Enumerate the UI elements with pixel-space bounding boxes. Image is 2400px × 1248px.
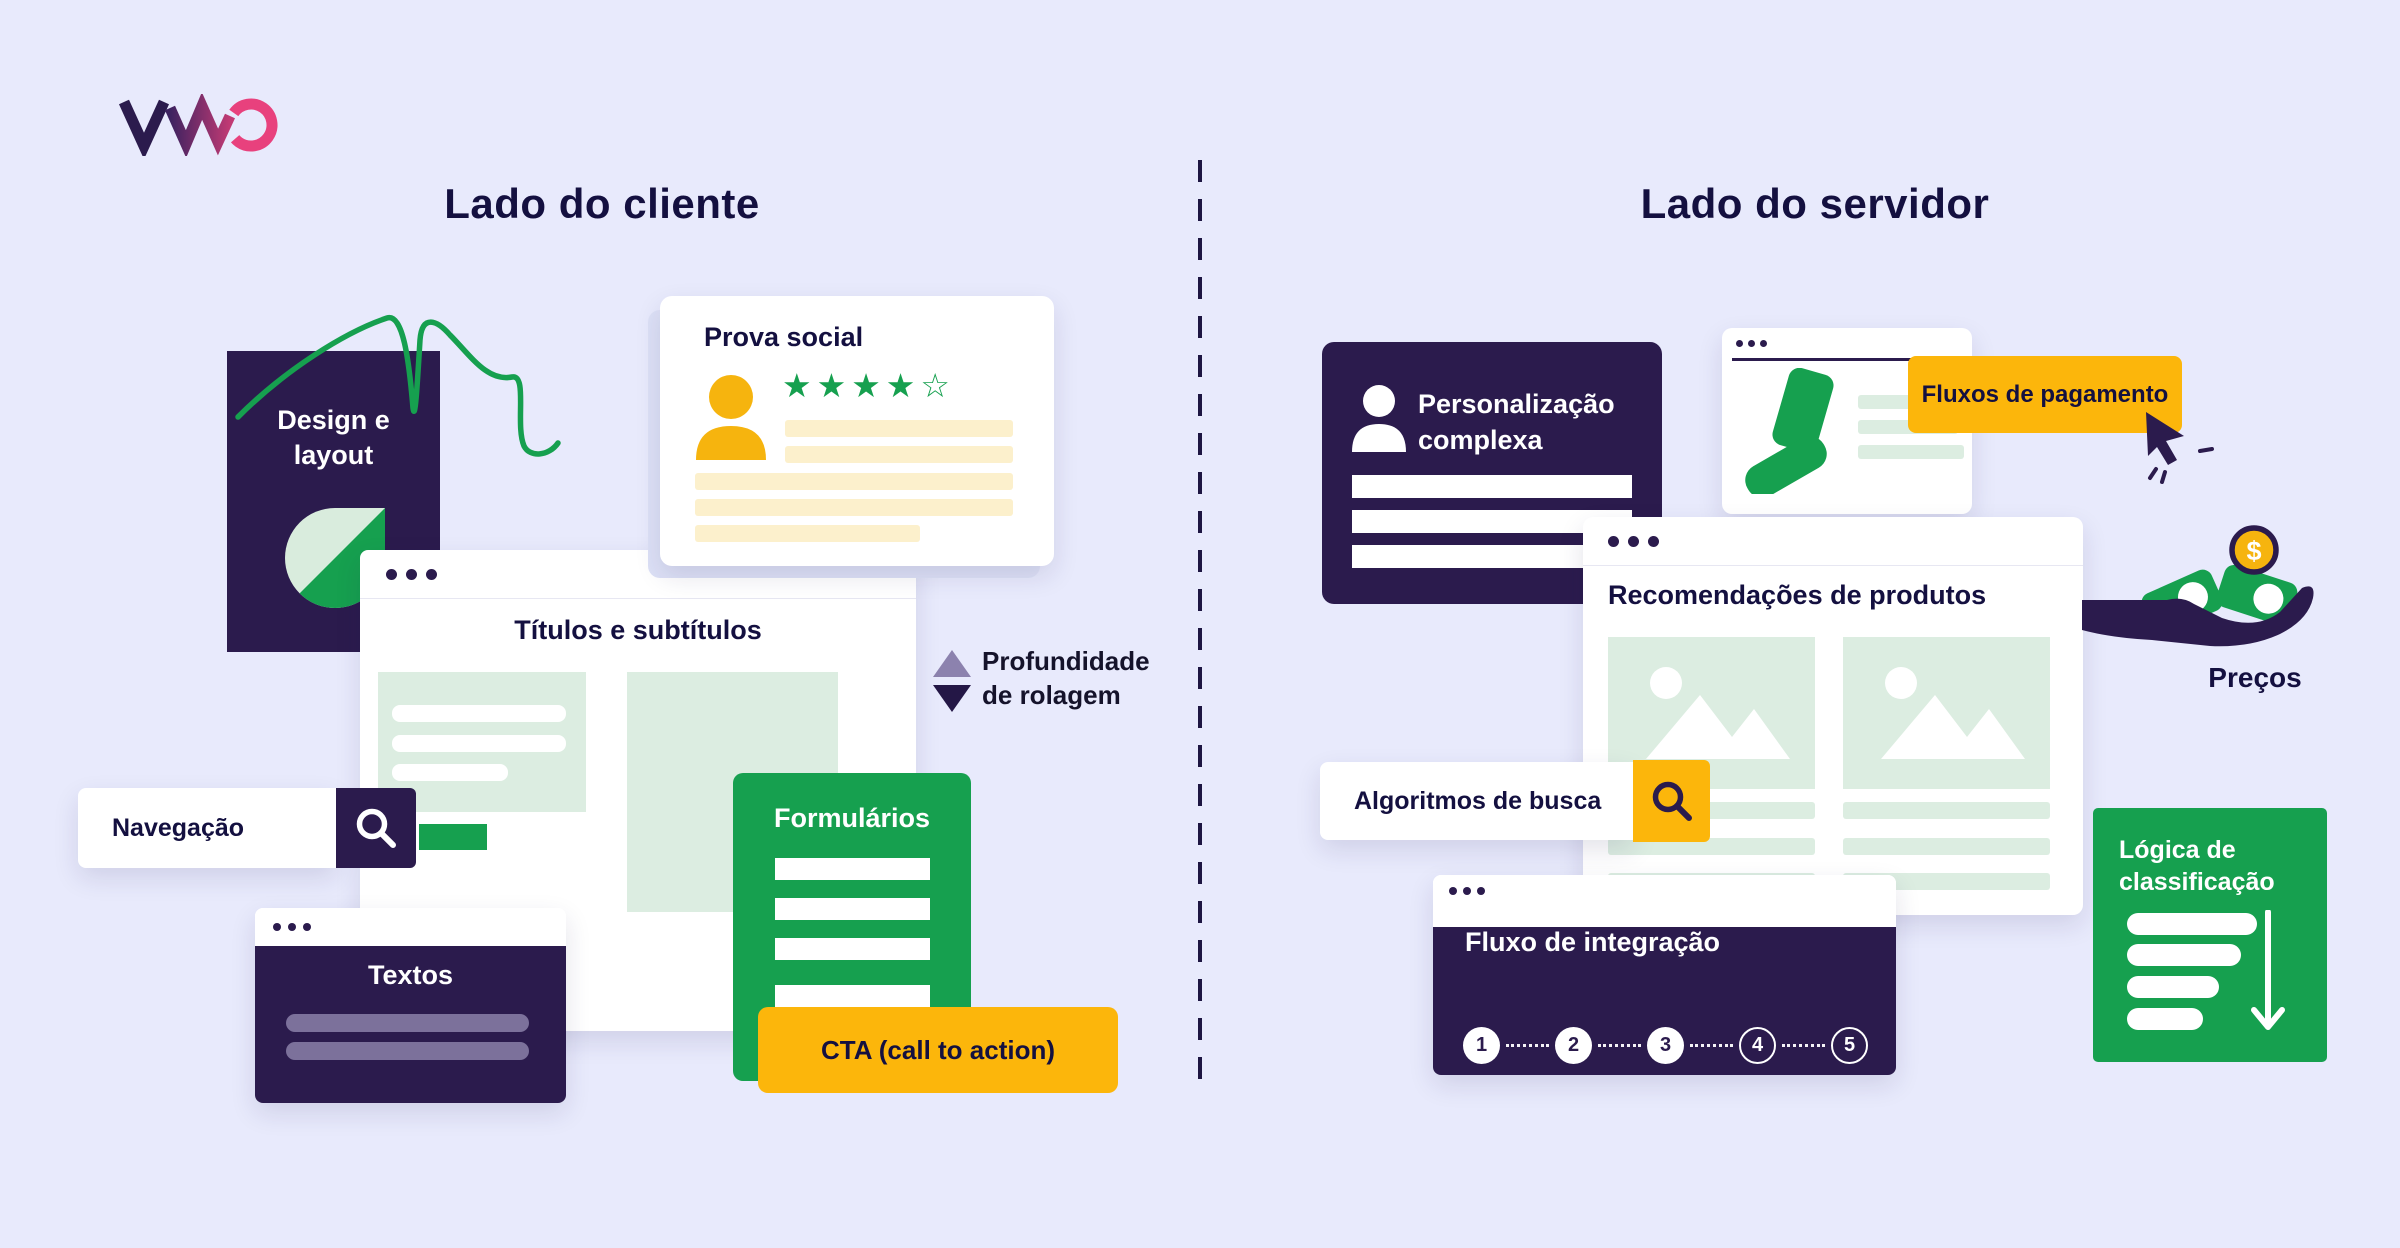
- star-filled-icon: ★: [816, 367, 852, 404]
- scroll-depth-icon: [933, 650, 971, 712]
- search-icon: [356, 808, 396, 848]
- image-icon: [1646, 667, 1790, 759]
- step-circle[interactable]: 1: [1463, 1027, 1500, 1064]
- navigation-label: Navegação: [112, 813, 245, 842]
- design-layout-label: Design e layout: [277, 405, 390, 471]
- step-progress: 1 2 3 4 5: [1463, 1027, 1868, 1064]
- search-icon: [1652, 781, 1692, 821]
- formularios-title: Formulários: [773, 803, 931, 833]
- green-shape-icon: [1745, 368, 1834, 494]
- browser-header: [255, 908, 566, 946]
- prova-social-title: Prova social: [704, 322, 864, 352]
- personalizacao-label: Personalização complexa: [1418, 389, 1615, 456]
- fluxos-pagamento-button[interactable]: Fluxos de pagamento: [1908, 356, 2182, 433]
- browser-header: [1722, 328, 1972, 358]
- arrow-down-icon: [2251, 910, 2285, 1030]
- browser-header: [360, 550, 916, 599]
- cursor-icon: [2146, 412, 2214, 484]
- recomendacoes-browser-window: Recomendações de produtos: [1583, 517, 2083, 915]
- fluxos-pagamento-label: Fluxos de pagamento: [1921, 380, 2169, 408]
- textos-title: Textos: [367, 960, 454, 990]
- integration-flow-window: Fluxo de integração 1 2 3 4 5: [1433, 875, 1896, 1075]
- window-dots-icon: [1608, 535, 1659, 547]
- star-filled-icon: ★: [851, 367, 886, 404]
- precos-label: Preços: [2208, 662, 2302, 693]
- dollar-icon: $: [2246, 536, 2261, 566]
- titulos-title: Títulos e subtítulos: [514, 615, 762, 645]
- user-icon: [1352, 385, 1406, 452]
- textos-browser-window: Textos: [255, 908, 566, 1103]
- navigation-search-button[interactable]: [336, 788, 416, 868]
- recomendacoes-title: Recomendações de produtos: [1608, 580, 1987, 610]
- step-circle[interactable]: 4: [1739, 1027, 1776, 1064]
- green-bar: [419, 824, 487, 850]
- image-icon: [1881, 667, 2025, 759]
- browser-header: [1583, 517, 2083, 566]
- star-filled-icon: ★: [782, 367, 817, 404]
- personalizacao-card: Personalização complexa: [1322, 342, 1662, 604]
- step-circle[interactable]: 2: [1555, 1027, 1592, 1064]
- step-circle[interactable]: 5: [1831, 1027, 1868, 1064]
- star-empty-icon: ☆: [920, 367, 955, 404]
- step-circle[interactable]: 3: [1647, 1027, 1684, 1064]
- squiggle-decoration: [235, 315, 561, 457]
- logica-card: Lógica de classificação: [2093, 808, 2327, 1062]
- content-block-left: [378, 672, 586, 812]
- money-hand-icon: $: [2082, 525, 2314, 647]
- user-avatar-icon: [696, 375, 766, 460]
- integration-flow-title: Fluxo de integração: [1465, 927, 1721, 957]
- window-dots-icon: [273, 923, 311, 931]
- browser-header: [1433, 875, 1896, 907]
- cta-label: CTA (call to action): [821, 1034, 1055, 1065]
- search-algorithms-bar[interactable]: Algoritmos de busca: [1320, 762, 1633, 840]
- center-divider: [1198, 160, 1202, 1095]
- prova-social-card: Prova social ★★★★☆: [660, 296, 1054, 566]
- star-rating: ★★★★☆: [782, 366, 955, 405]
- star-filled-icon: ★: [885, 367, 921, 404]
- logica-label: Lógica de classificação: [2119, 836, 2275, 896]
- search-algorithms-button[interactable]: [1633, 760, 1710, 842]
- cta-button[interactable]: CTA (call to action): [758, 1007, 1118, 1093]
- window-dots-icon: [1449, 887, 1485, 895]
- search-algorithms-label: Algoritmos de busca: [1354, 786, 1602, 815]
- window-dots-icon: [386, 568, 437, 580]
- window-dots-icon: [1736, 339, 1767, 347]
- vwo-logo: [118, 92, 278, 160]
- client-side-title: Lado do cliente: [444, 180, 760, 227]
- scroll-depth-label: Profundidade de rolagem: [982, 646, 1150, 711]
- product-image-placeholder: [1843, 637, 2050, 789]
- navigation-search-bar[interactable]: Navegação: [78, 788, 336, 868]
- server-side-title: Lado do servidor: [1640, 180, 1990, 227]
